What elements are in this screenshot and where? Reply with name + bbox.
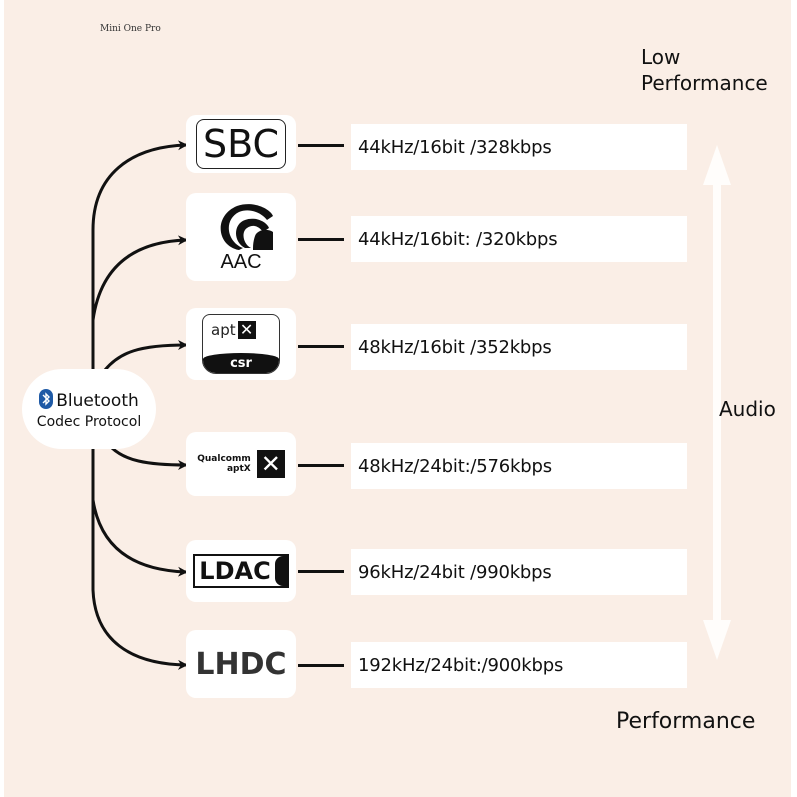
codec-logo-aptx-csr: apt ✕ csr [186,308,296,380]
bluetooth-label: Bluetooth [56,390,139,411]
performance-axis-arrow [703,145,731,660]
connector-aac [298,238,344,241]
codec-logo-sbc: SBC [186,115,296,173]
spec-text: 96kHz/24bit /990kbps [358,561,552,583]
arrow-to-aac [91,235,188,321]
aac-waves-icon [220,204,273,250]
arrow-to-sbc [91,140,188,370]
watermark: Mini One Pro [100,24,161,34]
spec-row-qualcomm-aptx: 48kHz/24bit:/576kbps [351,443,687,489]
connector-ldac [298,570,344,573]
bluetooth-icon [39,388,54,413]
high-performance-label: Performance [616,709,756,734]
low-performance-label: Low Performance [641,45,768,95]
ldac-bar-icon [274,556,287,586]
spec-row-lhdc: 192kHz/24bit:/900kbps [351,642,687,688]
audio-label: Audio [719,397,776,421]
spec-text: 192kHz/24bit:/900kbps [358,654,564,676]
spec-text: 44kHz/16bit /328kbps [358,136,552,158]
codec-protocol-label: Codec Protocol [36,413,142,430]
arrow-to-ldac [91,448,188,577]
spec-row-ldac: 96kHz/24bit /990kbps [351,549,687,595]
connector-qualcomm-aptx [298,464,344,467]
spec-text: 48kHz/24bit:/576kbps [358,455,552,477]
spec-row-sbc: 44kHz/16bit /328kbps [351,124,687,170]
arrow-to-lhdc [91,500,188,670]
arrow-to-qualcomm-aptx [110,446,188,470]
codec-logo-aac: AAC [186,193,296,281]
aptx-x-icon: ✕ [256,450,285,478]
connector-sbc [298,144,344,147]
codec-logo-ldac: LDAC [186,540,296,602]
spec-text: 48kHz/16bit /352kbps [358,336,552,358]
aptx-x-icon: ✕ [237,321,256,339]
connector-aptx-csr [298,345,344,348]
codec-logo-lhdc: LHDC [186,630,296,698]
spec-row-aac: 44kHz/16bit: /320kbps [351,216,687,262]
connector-lhdc [298,664,344,667]
arrow-to-aptx-csr [103,340,188,371]
bluetooth-codec-protocol-node: Bluetooth Codec Protocol [22,369,156,449]
codec-logo-qualcomm-aptx: Qualcomm aptX ✕ [186,432,296,496]
spec-text: 44kHz/16bit: /320kbps [358,228,558,250]
spec-row-aptx-csr: 48kHz/16bit /352kbps [351,324,687,370]
